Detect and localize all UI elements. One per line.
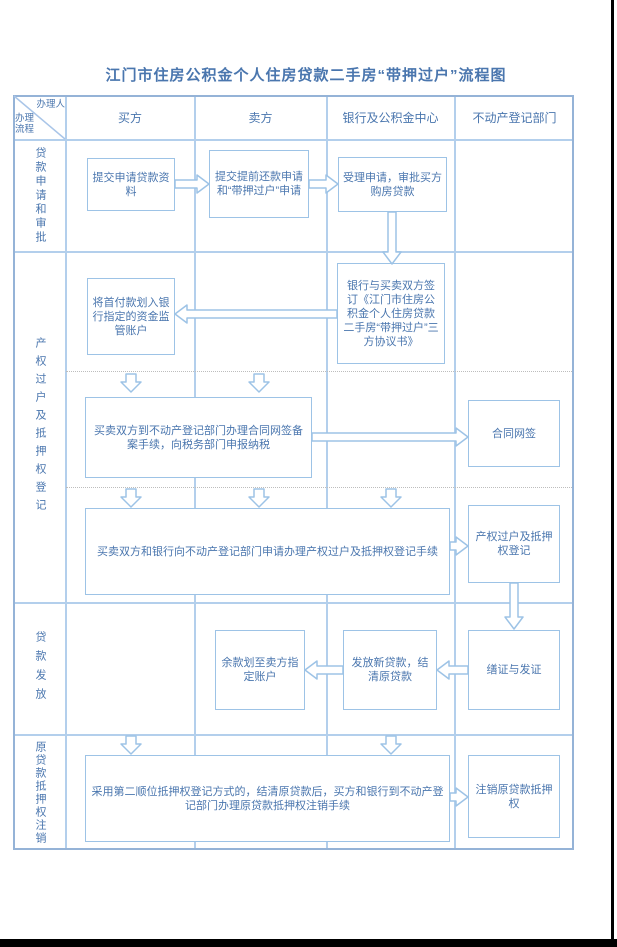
column-header-buyer: 买方 xyxy=(117,111,142,125)
step-balance-to-seller: 余款划至卖方指定账户 xyxy=(215,630,305,710)
lane-label-disburse: 贷款发放 xyxy=(34,630,46,707)
corner-label-process: 办理流程 xyxy=(15,113,35,135)
grid-vline-3 xyxy=(326,95,328,850)
screenshot-bottom-edge xyxy=(0,939,617,947)
lane-label-application: 贷款申请和审批 xyxy=(34,146,46,245)
phase-dotted-divider-2 xyxy=(66,487,574,488)
column-header-bank: 银行及公积金中心 xyxy=(342,111,439,125)
step-accept-approve: 受理申请，审批买方购房贷款 xyxy=(338,157,447,212)
step-cancel-mortgage: 注销原贷款抵押权 xyxy=(468,755,560,838)
step-transfer-apply: 买卖双方和银行向不动产登记部门申请办理产权过户及抵押权登记手续 xyxy=(85,508,450,595)
grid-hline-1 xyxy=(13,251,574,253)
step-contract-netsign: 合同网签 xyxy=(468,400,560,467)
step-issue-cert: 缮证与发证 xyxy=(468,630,560,710)
phase-dotted-divider-1 xyxy=(66,371,574,372)
lane-label-transfer: 产权过户及抵押权登记 xyxy=(34,337,46,517)
corner-label-actor: 办理人 xyxy=(36,99,65,110)
step-prepay-apply: 提交提前还款申请和“带押过户”申请 xyxy=(209,150,309,218)
grid-hline-3 xyxy=(13,734,574,736)
grid-vline-1 xyxy=(65,95,67,850)
grid-vline-4 xyxy=(454,95,456,850)
grid-hline-2 xyxy=(13,602,574,604)
screenshot-right-edge xyxy=(611,0,614,947)
lane-label-cancel: 原贷款抵押权注销 xyxy=(34,740,46,845)
step-new-loan: 发放新贷款，结清原贷款 xyxy=(343,630,437,710)
step-down-payment: 将首付款划入银行指定的资金监管账户 xyxy=(87,278,175,355)
step-netsign-filing: 买卖双方到不动产登记部门办理合同网签备案手续，向税务部门申报纳税 xyxy=(85,397,312,478)
grid-hline-header xyxy=(13,139,574,141)
step-transfer-reg: 产权过户及抵押权登记 xyxy=(468,505,560,583)
column-header-registry: 不动产登记部门 xyxy=(472,111,557,125)
step-cancel-procedure: 采用第二顺位抵押权登记方式的，结清原贷款后，买方和银行到不动产登记部门办理原贷款… xyxy=(85,755,450,842)
page-title: 江门市住房公积金个人住房贷款二手房“带押过户”流程图 xyxy=(105,67,507,84)
step-submit-loan-docs: 提交申请贷款资料 xyxy=(87,158,175,211)
step-sign-agreement: 银行与买卖双方签订《江门市住房公积金个人住房贷款二手房“带押过户”三方协议书》 xyxy=(337,263,445,364)
swimlane-table-frame xyxy=(13,95,574,850)
column-header-seller: 卖方 xyxy=(248,111,273,125)
